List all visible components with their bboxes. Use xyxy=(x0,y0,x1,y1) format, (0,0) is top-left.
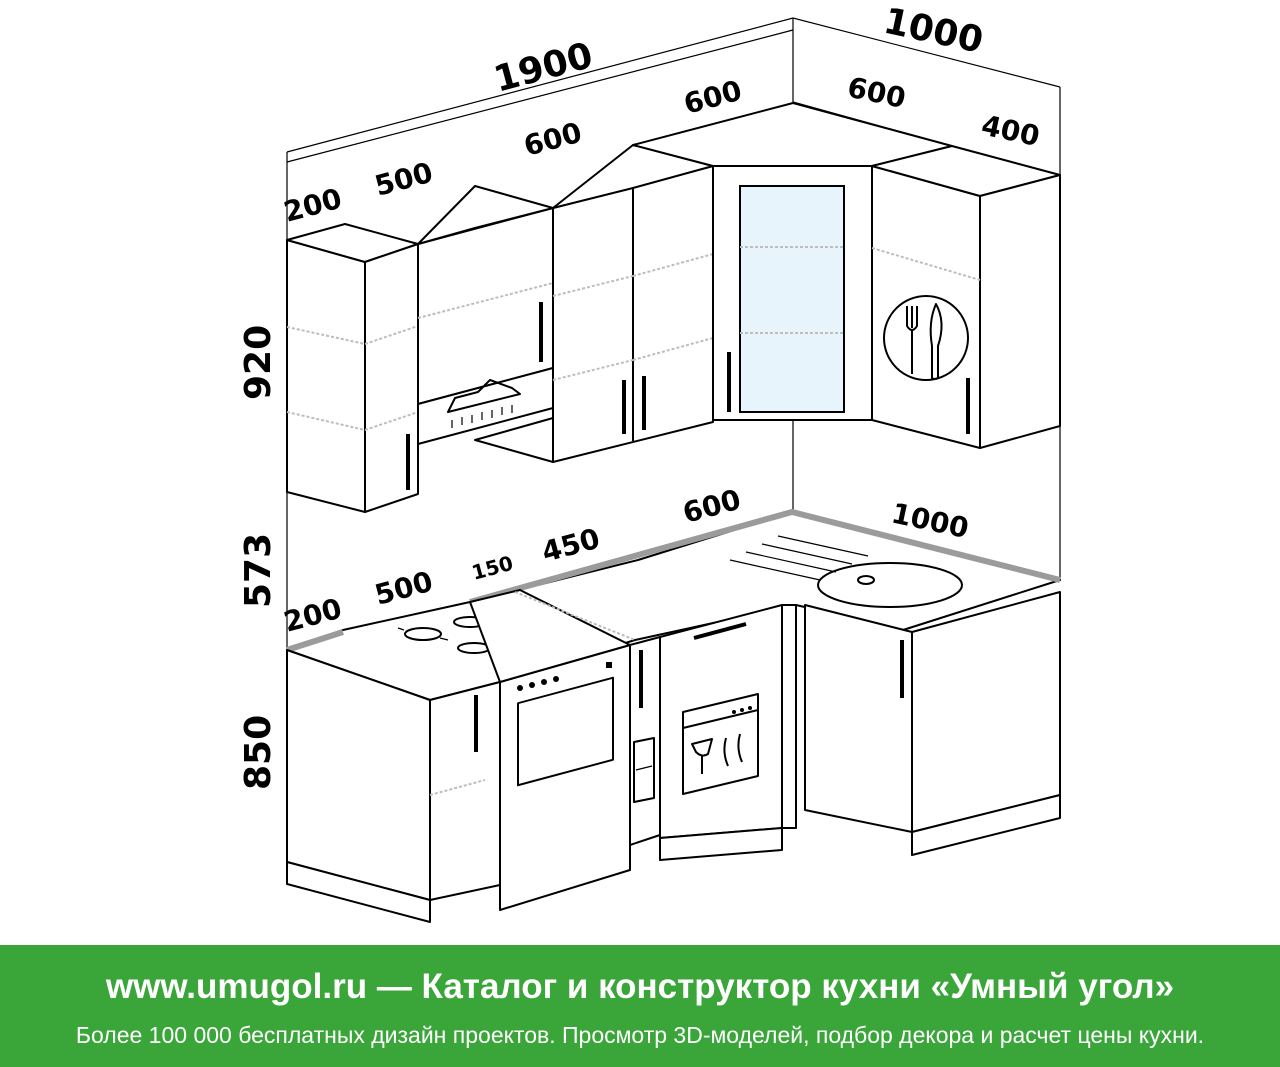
glass-door xyxy=(739,185,845,413)
footer-title[interactable]: www.umugol.ru — Каталог и конструктор ку… xyxy=(105,967,1175,1006)
base-cabinet-1000 xyxy=(804,604,913,833)
dim-lower-150: 150 xyxy=(469,551,516,585)
countertop-back-edge-left xyxy=(286,629,344,653)
base-corner-cabinet xyxy=(781,604,797,829)
dim-top-total: 1900 xyxy=(490,35,597,101)
dim-lower-450: 450 xyxy=(538,522,603,569)
sink-icon xyxy=(729,535,963,608)
dishwasher xyxy=(659,604,783,839)
lower-cabinets xyxy=(286,508,1061,923)
bottle-icon xyxy=(629,636,661,846)
dim-lower-600: 600 xyxy=(679,483,744,530)
dim-top-side-total: 1000 xyxy=(880,1,987,62)
dim-upper-400: 400 xyxy=(979,109,1043,153)
countertop-back-edge-main xyxy=(469,508,1061,605)
dim-height-upper: 920 xyxy=(238,325,279,400)
dim-upper-500: 500 xyxy=(371,156,436,203)
footer-banner: www.umugol.ru — Каталог и конструктор ку… xyxy=(0,945,1280,1067)
upper-cabinet-400 xyxy=(871,165,981,449)
dim-upper-600-a: 600 xyxy=(520,116,585,163)
upper-cabinet-200 xyxy=(286,239,366,513)
oven-icon xyxy=(469,589,631,911)
upper-cabinet-200-door xyxy=(364,243,419,513)
dim-lower-500: 500 xyxy=(371,565,436,612)
cutlery-icon xyxy=(883,295,969,381)
dishwasher-icon xyxy=(682,693,759,795)
dim-height-lower: 850 xyxy=(238,715,279,790)
dim-upper-200: 200 xyxy=(280,182,345,229)
upper-cabinets xyxy=(286,102,1061,513)
footer-subtitle: Более 100 000 бесплатных дизайн проектов… xyxy=(75,1022,1205,1048)
dim-upper-600-b: 600 xyxy=(680,74,745,121)
kitchen-diagram: 1900 1000 200 500 600 600 600 400 920 57… xyxy=(238,1,1061,923)
dim-height-gap: 573 xyxy=(238,533,279,608)
dim-upper-600-c: 600 xyxy=(845,71,909,115)
